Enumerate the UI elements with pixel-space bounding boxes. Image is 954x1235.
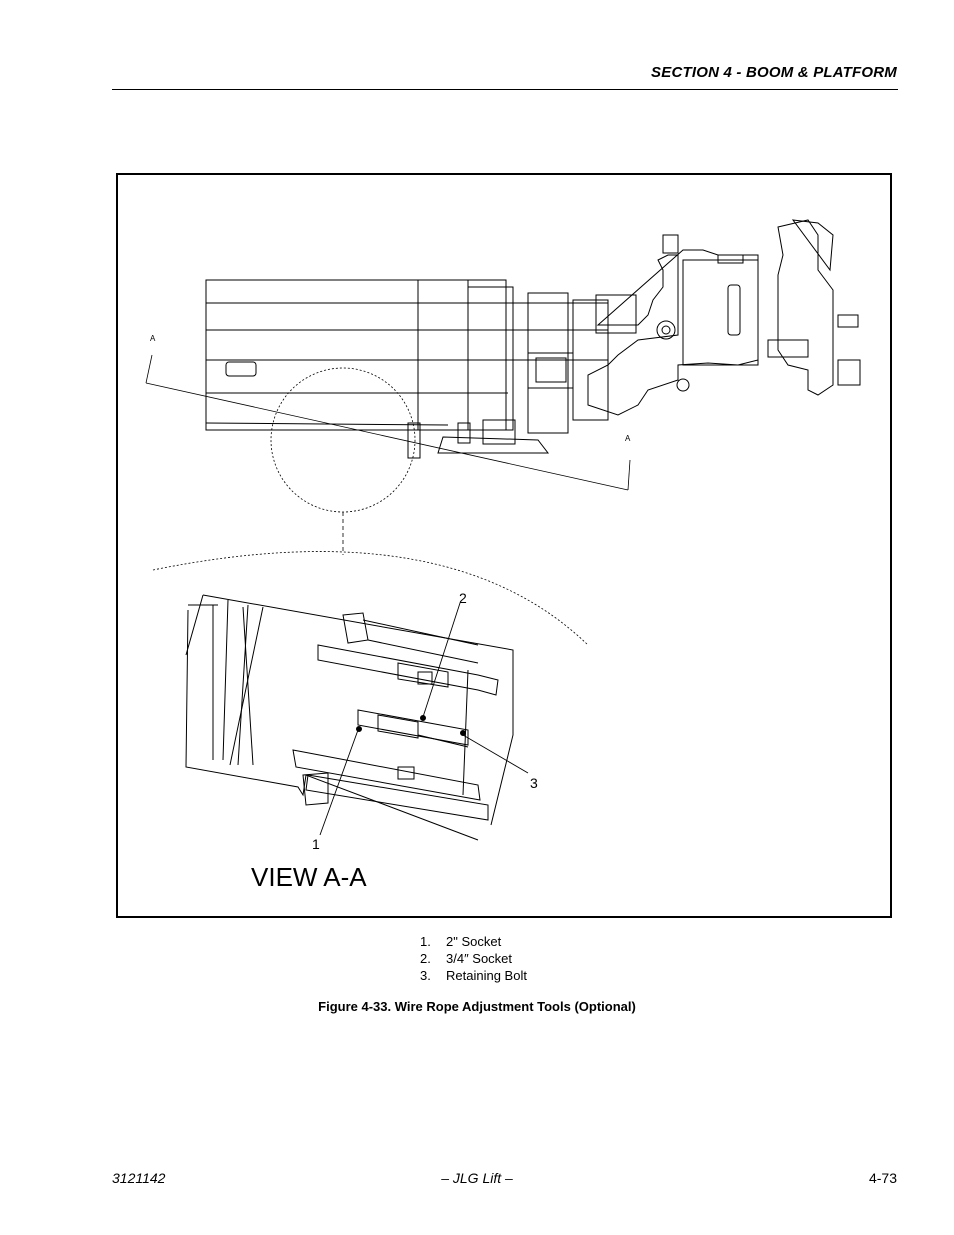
detail-boundary bbox=[152, 551, 589, 646]
figure-caption: Figure 4-33. Wire Rope Adjustment Tools … bbox=[318, 999, 636, 1014]
view-a-a-detail bbox=[185, 594, 529, 841]
callout-2: 2 bbox=[459, 590, 467, 606]
rotator-assembly bbox=[587, 219, 861, 416]
callout-3: 3 bbox=[530, 775, 538, 791]
legend-item: 3. Retaining Bolt bbox=[420, 967, 527, 984]
legend-item: 1. 2" Socket bbox=[420, 933, 527, 950]
legend-number: 1. bbox=[420, 934, 431, 949]
section-title: SECTION 4 - BOOM & PLATFORM bbox=[651, 64, 897, 81]
section-mark-right: A bbox=[625, 434, 631, 443]
doc-number: 3121142 bbox=[112, 1170, 166, 1186]
legend-number: 2. bbox=[420, 951, 431, 966]
legend-text: Retaining Bolt bbox=[446, 968, 527, 983]
callout-1: 1 bbox=[312, 836, 320, 852]
footer-brand: – JLG Lift – bbox=[441, 1170, 513, 1186]
figure-frame: A A 1 2 3 VIEW A-A bbox=[116, 173, 892, 918]
view-label: VIEW A-A bbox=[251, 862, 367, 892]
wire-rope-tools-drawing: A A 1 2 3 VIEW A-A bbox=[145, 219, 861, 892]
section-line bbox=[145, 354, 631, 555]
page-number: 4-73 bbox=[868, 1170, 897, 1186]
legend-text: 3/4″ Socket bbox=[446, 951, 513, 966]
figure-legend: 1. 2" Socket 2. 3/4″ Socket 3. Retaining… bbox=[420, 933, 527, 984]
section-mark-left: A bbox=[150, 334, 156, 343]
legend-item: 2. 3/4″ Socket bbox=[420, 950, 527, 967]
legend-text: 2" Socket bbox=[446, 934, 502, 949]
legend-number: 3. bbox=[420, 968, 431, 983]
header-rule bbox=[112, 89, 898, 90]
